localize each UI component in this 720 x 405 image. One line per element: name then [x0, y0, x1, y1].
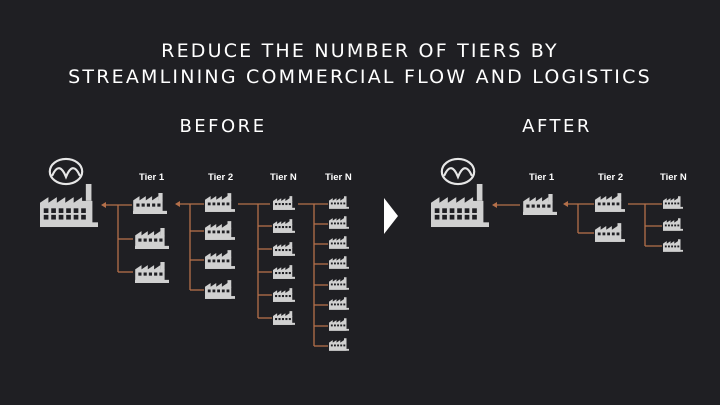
factory-icon: [329, 277, 349, 290]
factory-icon: [329, 297, 349, 310]
factory-icon: [205, 221, 235, 240]
before-tier-2-label: Tier 2: [208, 172, 234, 183]
arrow-left-icon: [563, 201, 568, 207]
factory-icon: [273, 311, 295, 325]
factory-icon: [205, 193, 235, 212]
factory-icon: [663, 196, 683, 209]
before-heading: BEFORE: [179, 116, 267, 137]
before-tier-n1-label: Tier N: [270, 172, 297, 183]
slide-title-line-2: STREAMLINING COMMERCIAL FLOW AND LOGISTI…: [68, 66, 652, 88]
play-triangle-icon: [384, 198, 398, 234]
factory-icon: [205, 280, 235, 299]
before-tier-1-label: Tier 1: [139, 172, 165, 183]
before-arrowheads: [101, 201, 180, 208]
factory-icon: [595, 223, 625, 242]
factory-icon: [205, 250, 235, 269]
factory-icon: [135, 228, 169, 249]
mazda-logo-icon: [48, 157, 84, 186]
slide-title-line-1: REDUCE THE NUMBER OF TIERS BY: [161, 40, 559, 62]
factory-icon: [663, 218, 683, 231]
factory-icon: [329, 318, 349, 331]
factory-icon: [135, 262, 169, 283]
after-tier-2-label: Tier 2: [598, 172, 624, 183]
after-connectors: [494, 203, 662, 247]
factory-icon: [329, 256, 349, 269]
arrow-left-icon: [492, 202, 497, 208]
mazda-logo-icon: [440, 157, 476, 186]
before-connectors: [103, 203, 328, 347]
arrow-left-icon: [175, 201, 180, 207]
main-factory-icon: [40, 183, 98, 228]
factory-icon: [329, 338, 349, 351]
before-tier-n2-label: Tier N: [325, 172, 352, 183]
factory-icon: [329, 236, 349, 249]
factory-icon: [273, 265, 295, 279]
factory-icon: [133, 193, 167, 214]
factory-icon: [329, 216, 349, 229]
after-heading: AFTER: [522, 116, 592, 137]
arrow-left-icon: [101, 202, 106, 208]
after-tier-1-label: Tier 1: [529, 172, 555, 183]
main-factory-icon: [431, 183, 489, 228]
factory-icon: [273, 242, 295, 256]
after-arrowheads: [492, 201, 568, 208]
factory-icon: [523, 194, 557, 215]
factory-icon: [595, 193, 625, 212]
factory-icon: [329, 196, 349, 209]
after-tier-n-label: Tier N: [660, 172, 687, 183]
factory-icon: [273, 219, 295, 233]
factory-icon: [663, 239, 683, 252]
factory-icon: [273, 196, 295, 210]
factory-icon: [273, 288, 295, 302]
